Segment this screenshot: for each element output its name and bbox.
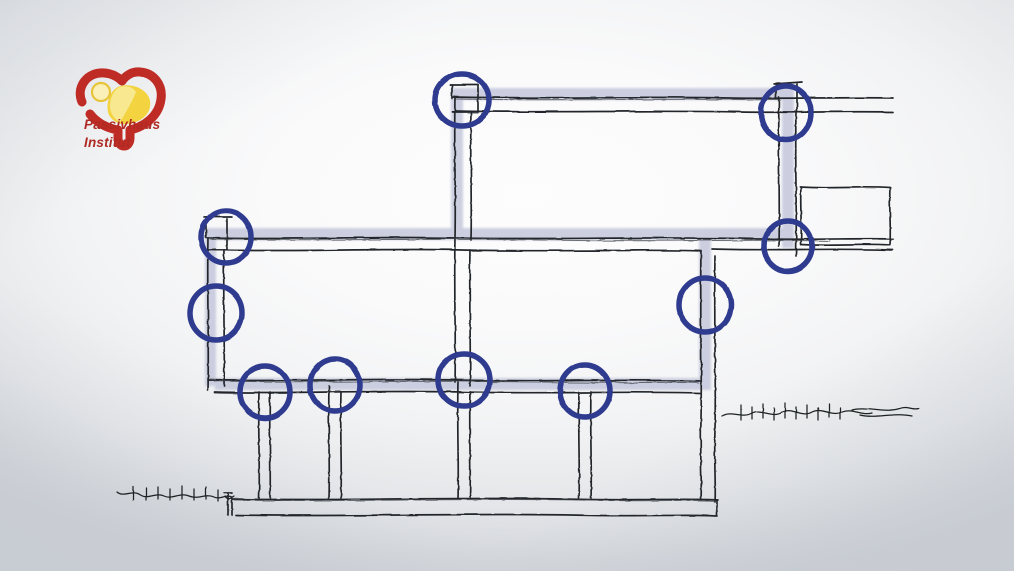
thermal-bridge-marker-basement-column-1	[237, 363, 293, 421]
thermal-bridge-marker-basement-column-2	[307, 356, 363, 414]
logo-text-line-2: Institut	[84, 135, 131, 150]
thermal-bridge-markers	[187, 71, 815, 421]
thermal-bridge-marker-basement-column-3	[435, 351, 493, 409]
ground-line-left	[116, 485, 235, 502]
thermal-bridge-marker-upper-left-corner	[198, 208, 254, 266]
thermal-bridge-marker-right-wall-midspan	[676, 275, 734, 335]
thermal-bridge-marker-roof-left-corner	[432, 71, 492, 129]
thermal-bridge-marker-upper-right-floor-joint	[761, 218, 815, 274]
sketch-linework-secondary	[209, 98, 831, 502]
thermal-bridge-marker-left-wall-midspan	[187, 283, 245, 343]
passivhaus-institut-logo: Passivhaus Institut	[62, 64, 182, 164]
thermal-bridge-marker-basement-column-4	[557, 362, 613, 420]
passivhaus-logo-mark	[75, 67, 166, 151]
sketch-linework	[203, 81, 894, 517]
logo-text-line-1: Passivhaus	[84, 117, 161, 132]
thermal-bridge-marker-roof-right-corner	[758, 83, 814, 143]
ground-line-right	[721, 402, 920, 421]
ground-line-marks	[116, 402, 920, 502]
